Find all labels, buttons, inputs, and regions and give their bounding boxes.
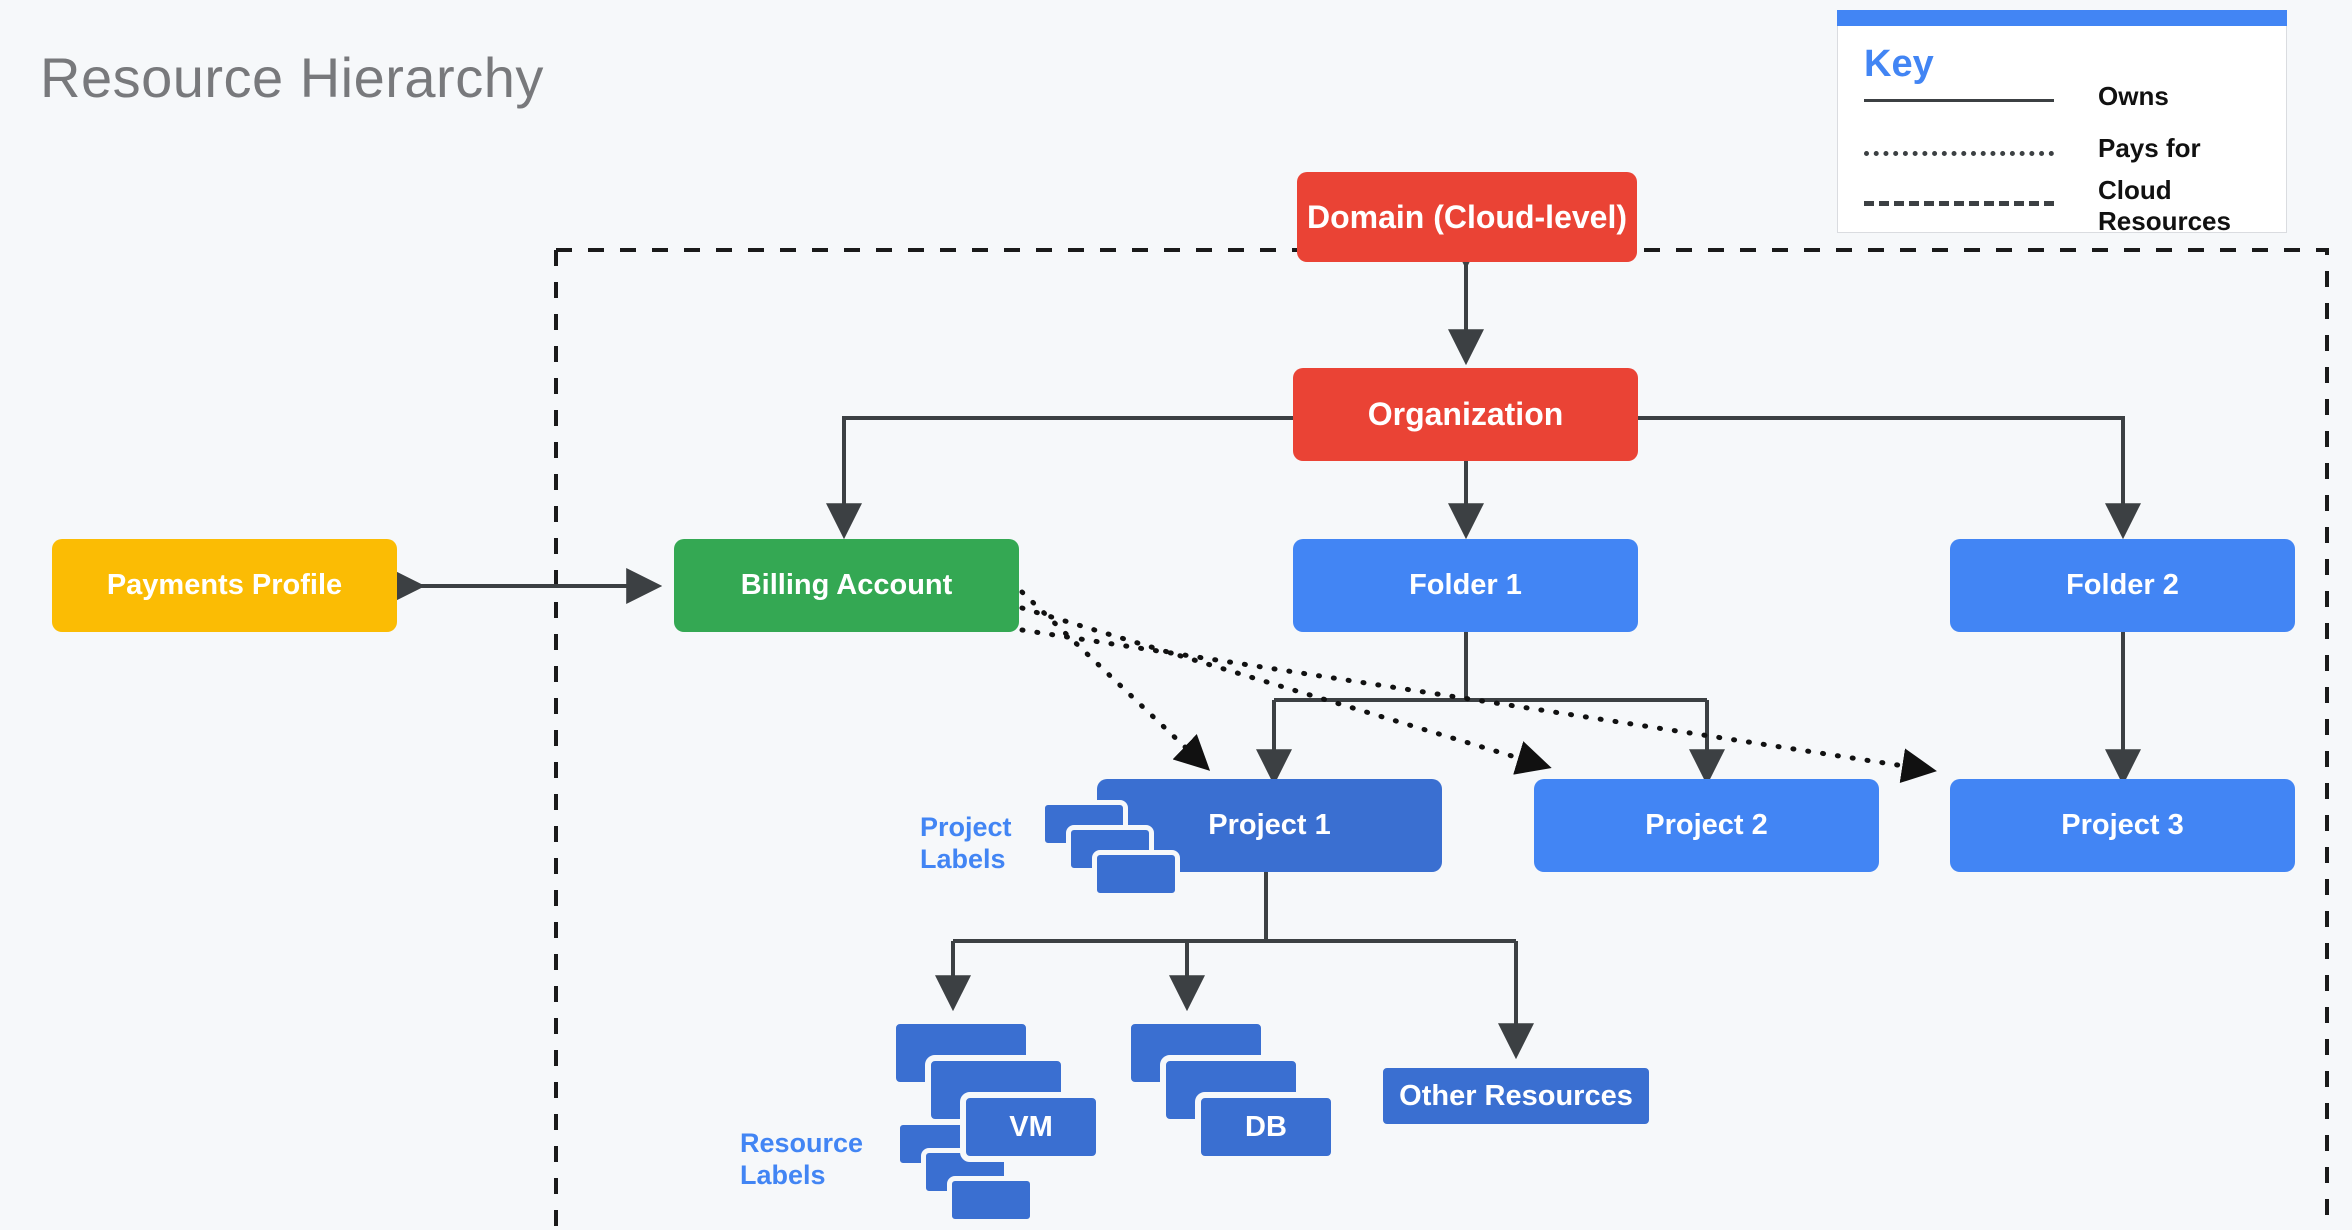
node-project2[interactable]: Project 2	[1534, 779, 1879, 872]
node-domain[interactable]: Domain (Cloud-level)	[1297, 172, 1637, 262]
resource-labels-annotation: Resource Labels	[740, 1128, 863, 1192]
legend-line-dotted-icon	[1864, 151, 2054, 156]
project-labels-annotation: Project Labels	[920, 812, 1012, 876]
page-title: Resource Hierarchy	[40, 46, 544, 109]
node-project3[interactable]: Project 3	[1950, 779, 2295, 872]
legend-row-owns: Owns	[1864, 81, 2284, 111]
node-billing-account[interactable]: Billing Account	[674, 539, 1019, 632]
node-folder1[interactable]: Folder 1	[1293, 539, 1638, 632]
legend-title: Key	[1864, 43, 1934, 85]
edge-billing-account-project1	[1019, 589, 1211, 771]
legend-label-owns: Owns	[2098, 81, 2169, 111]
legend-row-cloud-resources: Cloud Resources	[1864, 175, 2284, 236]
legend-line-solid-icon	[1864, 99, 2054, 102]
legend-line-dashed-icon	[1864, 201, 2054, 206]
resource-labels-line2: Labels	[740, 1159, 826, 1190]
node-organization[interactable]: Organization	[1293, 368, 1638, 461]
edge-billing-account-project3	[1019, 627, 1937, 784]
project-labels-chip-stack	[1040, 800, 1180, 900]
node-payments-profile[interactable]: Payments Profile	[52, 539, 397, 632]
node-folder2[interactable]: Folder 2	[1950, 539, 2295, 632]
label-chip-3	[1092, 850, 1180, 898]
legend-label-pays-for: Pays for	[2098, 133, 2201, 163]
edge-folder1-projects	[1272, 632, 1709, 776]
label-chip-3	[947, 1176, 1035, 1224]
project-labels-line2: Labels	[920, 843, 1006, 874]
legend-row-pays-for: Pays for	[1864, 133, 2284, 163]
project-labels-line1: Project	[920, 812, 1012, 842]
resource-labels-chip-stack	[895, 1120, 1035, 1230]
legend-panel: Key Owns Pays for Cloud Resources	[1837, 10, 2287, 236]
node-vm-stack[interactable]: VM	[890, 1018, 1230, 1218]
legend-accent-bar	[1837, 10, 2287, 26]
node-db-stack[interactable]: DB	[1125, 1018, 1465, 1218]
resource-labels-line1: Resource	[740, 1128, 864, 1158]
legend-label-cloud-resources: Cloud Resources	[2098, 175, 2231, 236]
node-other-resources[interactable]: Other Resources	[1377, 1062, 1655, 1130]
node-db[interactable]: DB	[1195, 1092, 1337, 1162]
node-vm[interactable]: VM	[960, 1092, 1102, 1162]
